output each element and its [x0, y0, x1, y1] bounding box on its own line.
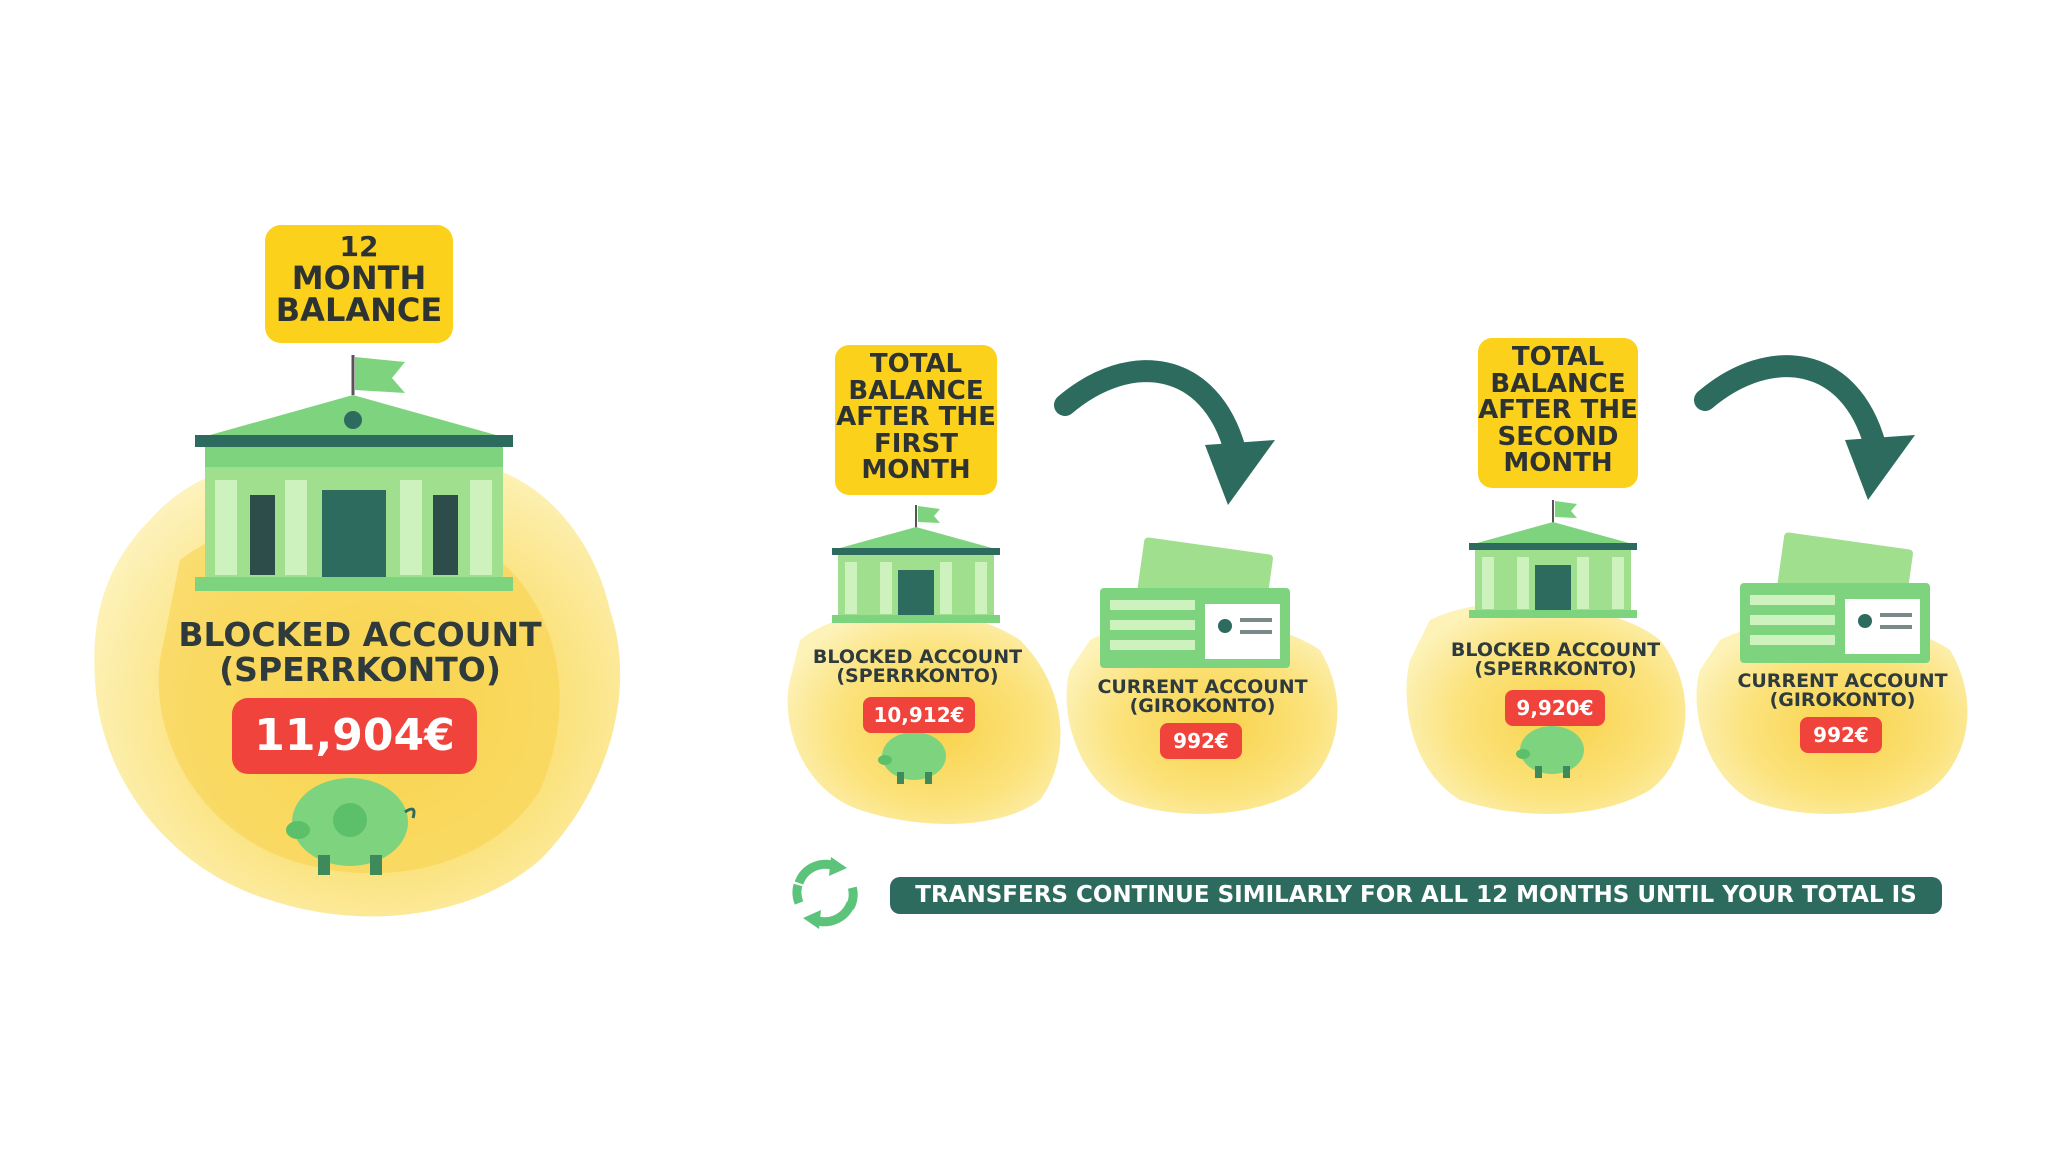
label-line: (SPERRKONTO)	[836, 665, 999, 687]
bank-building-icon-month2	[1469, 500, 1637, 618]
month1-blocked-amount-badge: 10,912€	[863, 697, 975, 733]
month2-blocked-account-label: BLOCKED ACCOUNT (SPERRKONTO)	[1443, 641, 1668, 679]
wallet-icon-month1	[1100, 537, 1290, 668]
after-first-month-tag: TOTAL BALANCE AFTER THE FIRST MONTH	[835, 345, 997, 495]
label-line: (SPERRKONTO)	[219, 650, 501, 689]
piggy-bank-icon-month2	[1516, 726, 1584, 778]
label-line: BLOCKED ACCOUNT	[1450, 639, 1661, 661]
blocked-account-label: BLOCKED ACCOUNT (SPERRKONTO)	[160, 618, 560, 686]
label-line: CURRENT ACCOUNT	[1737, 670, 1948, 692]
tag-line: BALANCE	[848, 375, 984, 406]
month1-blocked-account-label: BLOCKED ACCOUNT (SPERRKONTO)	[805, 648, 1030, 686]
label-line: (GIROKONTO)	[1769, 689, 1916, 711]
tag-line: BALANCE	[275, 291, 443, 330]
month2-current-amount-badge: 992€	[1800, 717, 1882, 753]
transfer-arrow-icon-month1	[1054, 360, 1275, 505]
tag-line: MONTH	[291, 258, 427, 297]
piggy-bank-icon-month1	[878, 732, 946, 784]
wallet-icon-month2	[1740, 532, 1930, 663]
bank-building-icon-month1	[832, 505, 1000, 623]
month2-blocked-amount-badge: 9,920€	[1505, 690, 1605, 726]
tag-line: MONTH	[861, 455, 971, 486]
transfer-note-bar: TRANSFERS CONTINUE SIMILARLY FOR ALL 12 …	[890, 877, 1942, 945]
label-line: (GIROKONTO)	[1129, 695, 1276, 717]
bank-building-icon	[195, 355, 513, 591]
blob-month2-current	[1696, 618, 1968, 814]
tag-line: AFTER THE	[1478, 395, 1638, 426]
tag-line: BALANCE	[1490, 368, 1626, 399]
twelve-month-balance-tag: 12 MONTH BALANCE	[265, 225, 453, 343]
tag-line: TOTAL	[869, 349, 963, 379]
tag-line: TOTAL	[1511, 342, 1605, 372]
piggy-bank-icon	[286, 778, 416, 875]
initial-amount-badge: 11,904€	[232, 698, 477, 774]
after-second-month-tag: TOTAL BALANCE AFTER THE SECOND MONTH	[1478, 338, 1638, 488]
month1-current-amount-badge: 992€	[1160, 723, 1242, 759]
label-line: (SPERRKONTO)	[1474, 658, 1637, 680]
tag-line: AFTER THE	[836, 402, 996, 433]
transfer-arrow-icon-month2	[1694, 355, 1915, 500]
month2-current-account-label: CURRENT ACCOUNT (GIROKONTO)	[1730, 672, 1955, 710]
tag-line: FIRST	[874, 428, 958, 459]
label-line: BLOCKED ACCOUNT	[812, 646, 1023, 668]
month1-current-account-label: CURRENT ACCOUNT (GIROKONTO)	[1090, 678, 1315, 716]
tag-line: 12	[339, 230, 379, 263]
cycle-icon	[792, 857, 858, 929]
tag-line: SECOND	[1497, 421, 1619, 452]
label-line: BLOCKED ACCOUNT	[178, 615, 542, 654]
label-line: CURRENT ACCOUNT	[1097, 676, 1308, 698]
tag-line: MONTH	[1503, 448, 1613, 479]
